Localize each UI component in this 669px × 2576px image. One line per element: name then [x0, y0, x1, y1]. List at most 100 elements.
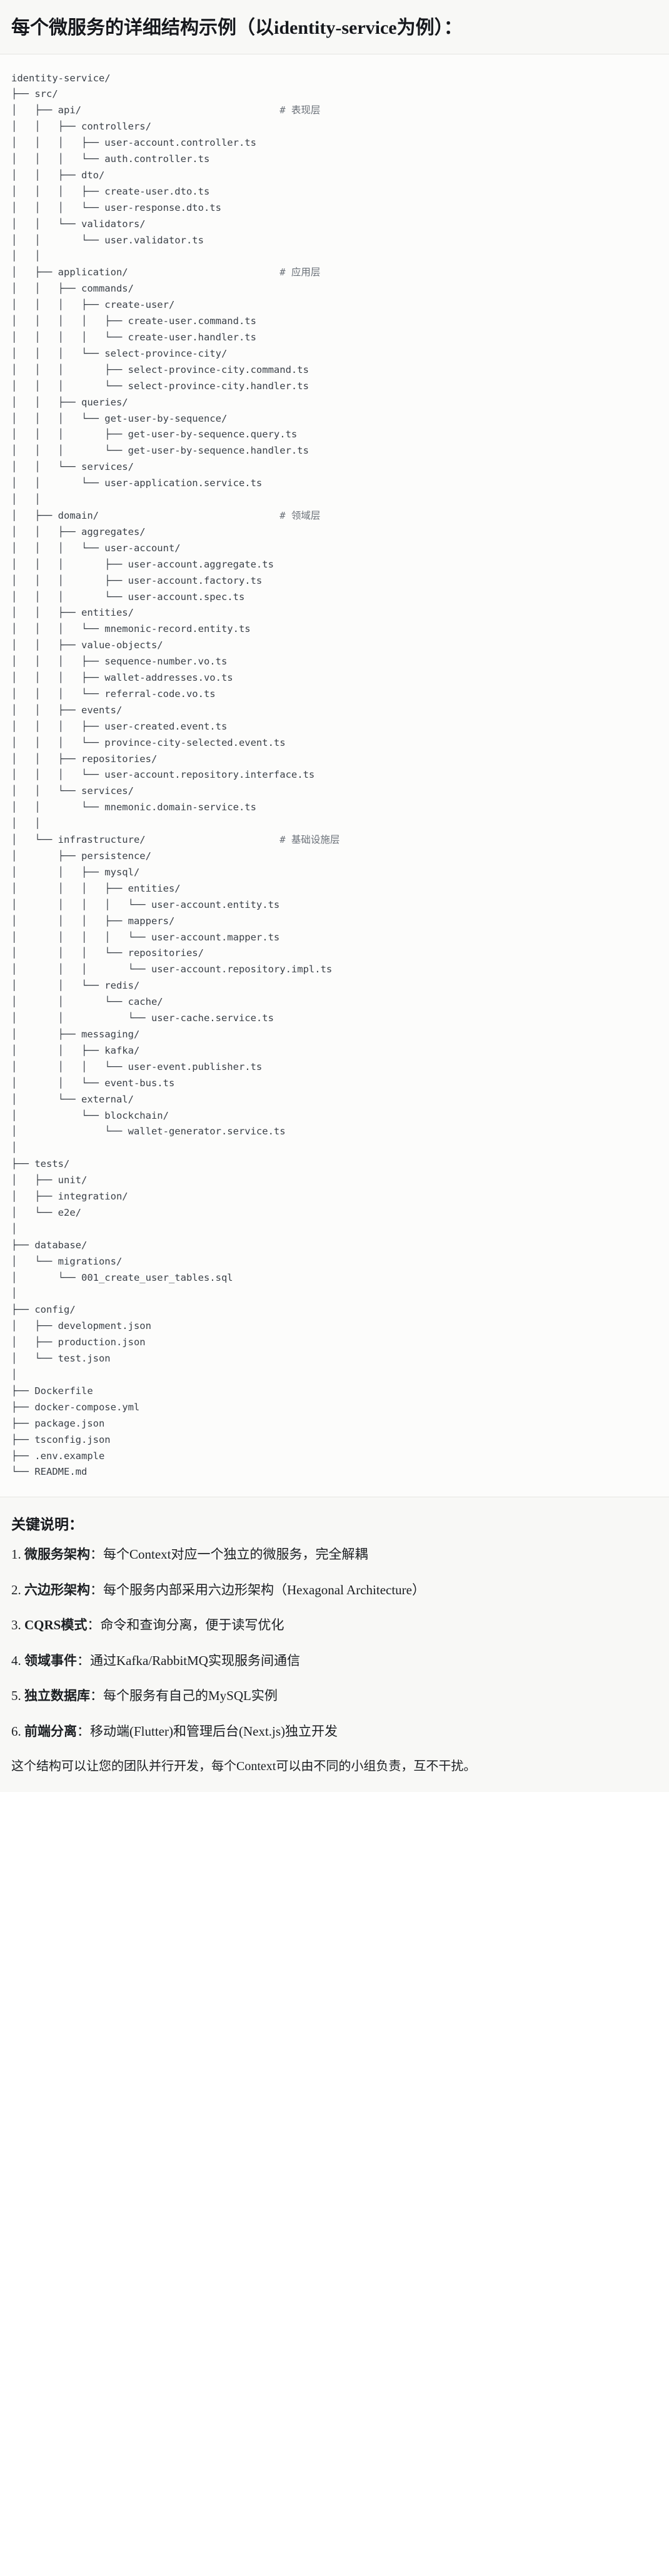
key-note-description: ：通过Kafka/RabbitMQ实现服务间通信	[77, 1652, 300, 1668]
tree-line: │ │ └── validators/	[11, 216, 658, 233]
tree-node-label: │ │ │ ├── create-user/	[11, 299, 175, 311]
tree-node-label: │ ├── unit/	[11, 1174, 88, 1186]
tree-node-label: │ │ └── redis/	[11, 980, 140, 992]
tree-node-label: │ │ └── user-application.service.ts	[11, 477, 263, 489]
tree-line: │ │ │ └── user-account.repository.impl.t…	[11, 962, 658, 978]
tree-line: │ ├── persistence/	[11, 848, 658, 865]
tree-node-label: │ ├── messaging/	[11, 1028, 140, 1040]
tree-line: │ │ │ │ ├── create-user.command.ts	[11, 313, 658, 330]
tree-line: │ │ ├── commands/	[11, 281, 658, 297]
tree-node-label: │ │ ├── aggregates/	[11, 526, 146, 537]
document-page: 每个微服务的详细结构示例（以identity-service为例）： ident…	[0, 18, 669, 1792]
tree-node-label: identity-service/	[11, 72, 111, 84]
tree-node-label: │ │ ├── entities/	[11, 607, 134, 619]
tree-node-label: │ └── migrations/	[11, 1255, 123, 1267]
tree-node-label: │ └── blockchain/	[11, 1109, 169, 1121]
tree-line: │ │ │ ├── wallet-addresses.vo.ts	[11, 670, 658, 686]
tree-node-label: │ │ │ ├── entities/	[11, 882, 181, 894]
key-notes-title: 关键说明：	[11, 1517, 83, 1533]
tree-node-label: │ │ ├── kafka/	[11, 1044, 140, 1056]
key-note-term: CQRS模式	[24, 1617, 88, 1633]
tree-line: │ ├── messaging/	[11, 1027, 658, 1043]
tree-line: │ │ │ │ └── user-account.entity.ts	[11, 897, 658, 914]
tree-line: │ │ │ └── user-account.spec.ts	[11, 589, 658, 606]
tree-line: │ └── e2e/	[11, 1205, 658, 1221]
tree-line: │ │ │ └── user-account/	[11, 541, 658, 557]
key-note-description: ：命令和查询分离，便于读写优化	[87, 1617, 284, 1633]
key-note-description: ：每个Context对应一个独立的微服务，完全解耦	[90, 1547, 368, 1562]
tree-line: ├── database/	[11, 1238, 658, 1254]
key-note-term: 微服务架构	[24, 1547, 90, 1562]
tree-node-label: │ │ │ └── user-account.spec.ts	[11, 591, 245, 603]
tree-line-comment: # 应用层	[279, 267, 321, 278]
tree-node-label: │ │ │ └── user-event.publisher.ts	[11, 1061, 263, 1072]
tree-line: │ │ │ ├── get-user-by-sequence.query.ts	[11, 427, 658, 443]
tree-line: │ │ ├── repositories/	[11, 751, 658, 768]
tree-line: identity-service/	[11, 71, 658, 87]
directory-tree-block: identity-service/├── src/│ ├── api/ # 表现…	[0, 54, 669, 1498]
tree-node-label: │ │ │ └── get-user-by-sequence/	[11, 412, 228, 424]
tree-node-label: │ │ │ └── repositories/	[11, 947, 204, 959]
tree-line: │ └── wallet-generator.service.ts	[11, 1124, 658, 1140]
tree-line: │ │ │ ├── user-account.factory.ts	[11, 573, 658, 589]
tree-line: │ │ │ ├── create-user/	[11, 297, 658, 313]
tree-line: │ │ ├── kafka/	[11, 1043, 658, 1059]
tree-node-label: │ │ │ ├── user-account.factory.ts	[11, 574, 263, 586]
tree-line: │ │	[11, 816, 658, 832]
tree-node-label: │ │ │ └── referral-code.vo.ts	[11, 688, 216, 700]
tree-node-label: │ │ │ └── user-account/	[11, 542, 181, 554]
tree-line: │ ├── development.json	[11, 1318, 658, 1335]
tree-line: │ └── test.json	[11, 1351, 658, 1367]
tree-line: │ ├── unit/	[11, 1173, 658, 1189]
key-note-number: 5.	[11, 1688, 24, 1704]
tree-line: │ │ │ └── repositories/	[11, 945, 658, 962]
tree-line: │ │ ├── events/	[11, 703, 658, 719]
tree-line: │ │ ├── entities/	[11, 605, 658, 621]
tree-line: │ │ │ └── user-response.dto.ts	[11, 200, 658, 216]
tree-node-label: │ ├── application/	[11, 267, 280, 278]
tree-line: │	[11, 1221, 658, 1238]
tree-line: │ │ │ └── get-user-by-sequence/	[11, 411, 658, 427]
tree-line: │ │ └── cache/	[11, 994, 658, 1011]
key-note-term: 前端分离	[24, 1723, 77, 1739]
tree-node-label: │ │ └── services/	[11, 461, 134, 473]
tree-node-label: │ └── infrastructure/	[11, 834, 280, 846]
tree-line: │ │ ├── mysql/	[11, 865, 658, 881]
tree-line: │ │ │ └── mnemonic-record.entity.ts	[11, 621, 658, 638]
tree-line: │ └── 001_create_user_tables.sql	[11, 1270, 658, 1286]
tree-node-label: │ └── external/	[11, 1093, 134, 1105]
tree-node-label: │ │	[11, 818, 41, 830]
tree-line: │ ├── api/ # 表现层	[11, 103, 658, 119]
tree-node-label: │ │ └── event-bus.ts	[11, 1077, 175, 1089]
tree-line: │	[11, 1367, 658, 1383]
tree-line: │ │	[11, 492, 658, 508]
key-notes-section: 关键说明： 1. 微服务架构：每个Context对应一个独立的微服务，完全解耦 2…	[0, 1497, 669, 1792]
tree-line: │ │ │ └── auth.controller.ts	[11, 151, 658, 168]
key-note-number: 1.	[11, 1547, 24, 1562]
tree-node-label: │ │ │ └── get-user-by-sequence.handler.t…	[11, 445, 309, 457]
tree-node-label: │ │ ├── mysql/	[11, 866, 140, 878]
closing-paragraph: 这个结构可以让您的团队并行开发，每个Context可以由不同的小组负责，互不干扰…	[11, 1759, 476, 1773]
tree-line: └── README.md	[11, 1464, 658, 1480]
tree-node-label: │ │ ├── controllers/	[11, 121, 151, 133]
tree-line: │ │ ├── value-objects/	[11, 638, 658, 654]
tree-line: │ │ │ ├── create-user.dto.ts	[11, 184, 658, 200]
tree-line: │ ├── domain/ # 领域层	[11, 508, 658, 524]
key-note-number: 4.	[11, 1652, 24, 1668]
tree-line-comment: # 基础设施层	[279, 834, 340, 846]
tree-node-label: │ │ └── mnemonic.domain-service.ts	[11, 802, 256, 813]
tree-line: │ │ │ └── get-user-by-sequence.handler.t…	[11, 443, 658, 459]
tree-node-label: │ ├── integration/	[11, 1191, 128, 1203]
tree-line: │ │ ├── queries/	[11, 395, 658, 411]
tree-node-label: │ │ │ └── auth.controller.ts	[11, 153, 210, 165]
tree-line: │ │	[11, 248, 658, 265]
tree-line: │ │ └── services/	[11, 783, 658, 800]
key-note-description: ：每个服务内部采用六边形架构（Hexagonal Architecture）	[90, 1582, 425, 1597]
tree-line: │ │ │ ├── mappers/	[11, 914, 658, 930]
tree-line: │ │ │ └── select-province-city/	[11, 346, 658, 362]
tree-line: │ │ └── user-application.service.ts	[11, 476, 658, 492]
tree-node-label: │ │ │ └── province-city-selected.event.t…	[11, 736, 286, 748]
key-note-number: 2.	[11, 1582, 24, 1597]
tree-line-comment: # 领域层	[279, 509, 321, 521]
page-title: 每个微服务的详细结构示例（以identity-service为例）：	[11, 18, 463, 38]
